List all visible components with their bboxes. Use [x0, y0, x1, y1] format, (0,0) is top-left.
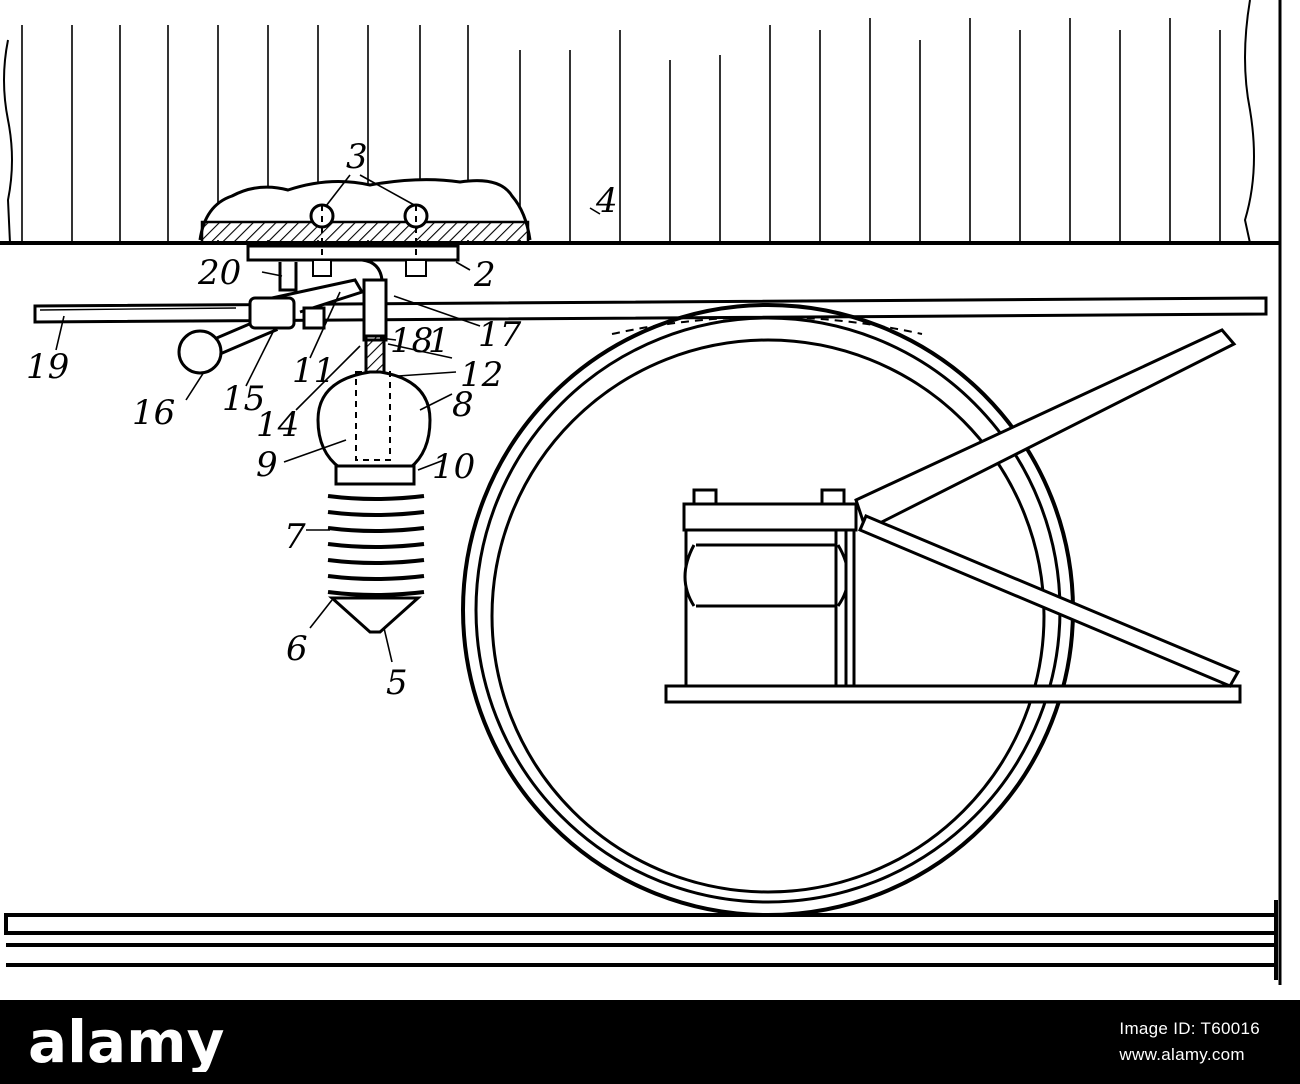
- site-url-text: www.alamy.com: [1119, 1045, 1245, 1064]
- label-14: 14: [256, 405, 299, 445]
- label-3: 3: [346, 137, 368, 177]
- label-16: 16: [132, 393, 175, 433]
- lever-assembly: [177, 258, 388, 382]
- label-20: 20: [197, 253, 241, 293]
- label-8: 8: [452, 385, 474, 425]
- leader-lines: [55, 174, 601, 663]
- reference-labels: 3 4 2 20 17 1 12 18 19 16 15 11 14 8 9 1…: [26, 137, 618, 703]
- label-4: 4: [595, 181, 618, 221]
- mounting-plate: [198, 178, 532, 277]
- brand-wordmark: alamy: [28, 1012, 224, 1072]
- label-12: 12: [460, 355, 503, 395]
- label-18: 18: [390, 321, 433, 361]
- brake-rod: [33, 296, 1268, 324]
- image-id-text: Image ID: T60016: [1119, 1019, 1260, 1038]
- label-2: 2: [473, 255, 496, 295]
- watermark-footer: alamy Image ID: T60016 www.alamy.com: [0, 1000, 1300, 1084]
- label-17: 17: [478, 315, 522, 355]
- sander-device: [316, 370, 432, 634]
- label-10: 10: [432, 447, 475, 487]
- rail: [4, 900, 1278, 980]
- label-6: 6: [286, 629, 308, 669]
- axle-frame: [664, 328, 1242, 704]
- image-info: Image ID: T60016 www.alamy.com: [1119, 1016, 1260, 1068]
- label-1: 1: [428, 321, 450, 361]
- label-5: 5: [386, 663, 408, 703]
- label-11: 11: [292, 351, 335, 391]
- label-7: 7: [284, 517, 306, 557]
- alamy-logo: alamy: [28, 1008, 318, 1076]
- patent-drawing: 3 4 2 20 17 1 12 18 19 16 15 11 14 8 9 1…: [0, 0, 1282, 985]
- label-15: 15: [222, 379, 265, 419]
- label-19: 19: [26, 347, 69, 387]
- label-9: 9: [256, 445, 278, 485]
- car-body: [0, 0, 1282, 985]
